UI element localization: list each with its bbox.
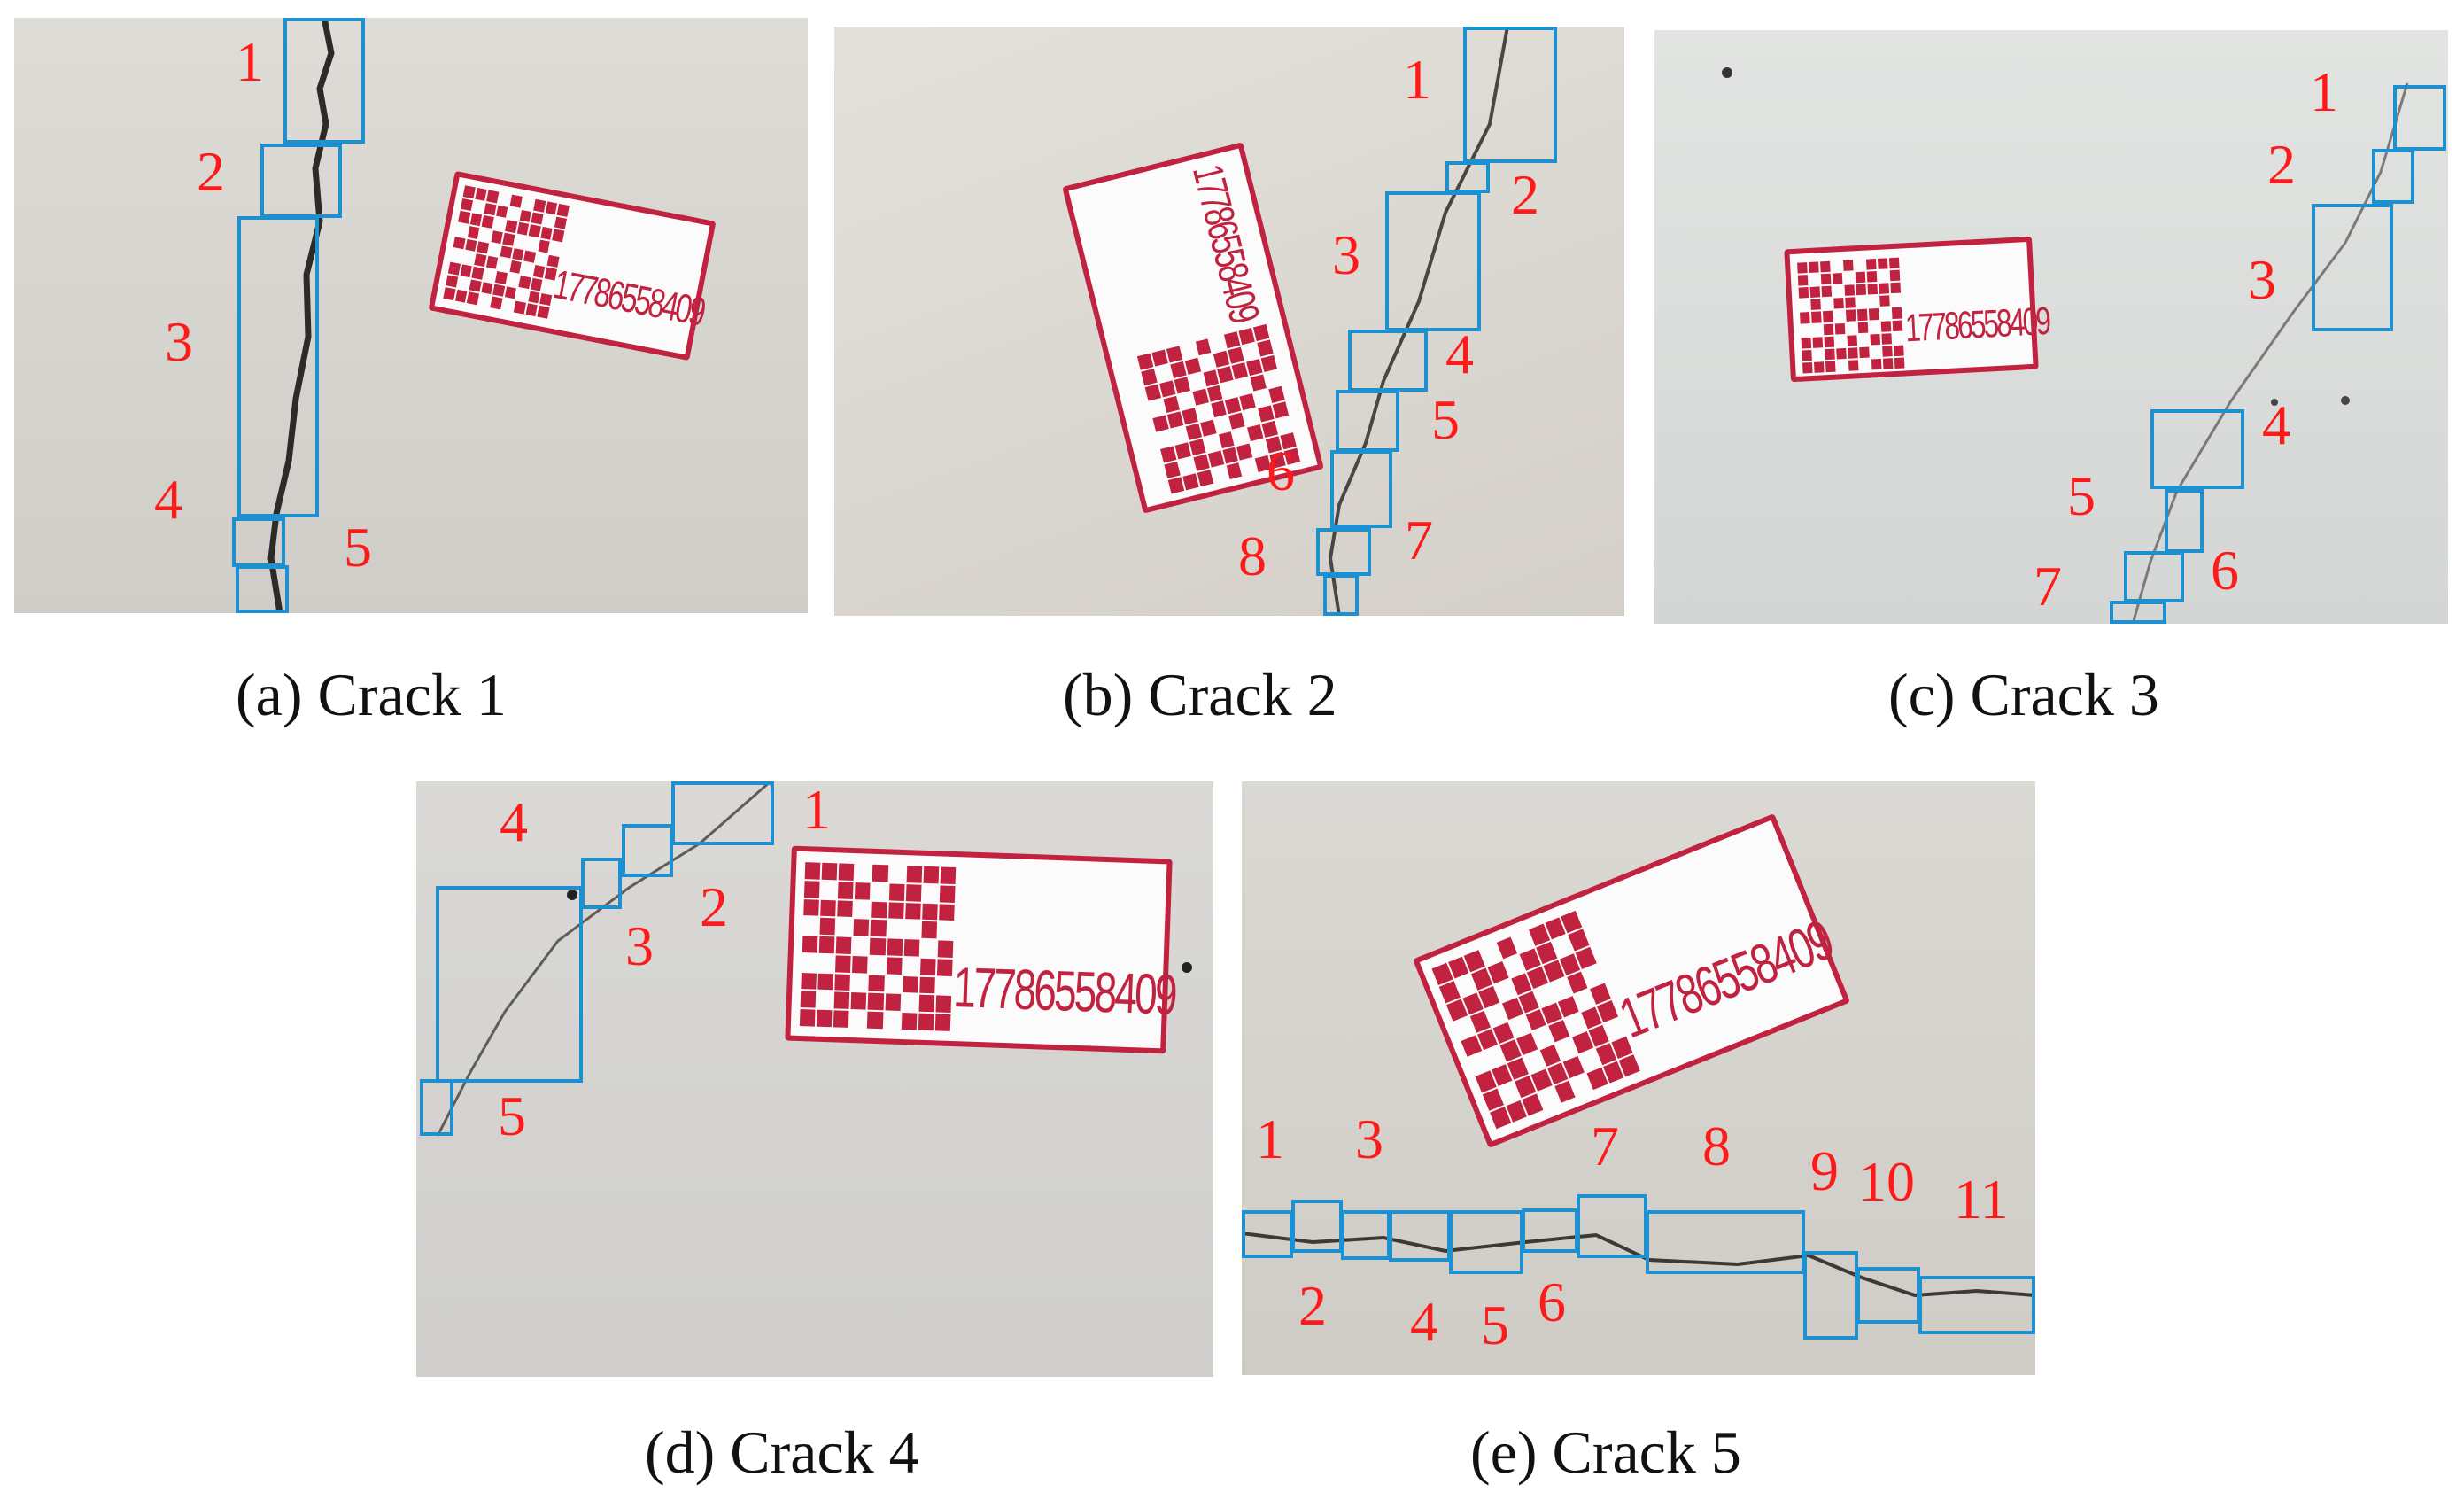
crack-box xyxy=(1341,1210,1391,1260)
crack-box xyxy=(232,517,285,567)
segment-number: 7 xyxy=(2034,555,2062,618)
caption-c: (c) Crack 3 xyxy=(1888,661,2159,728)
crack-box xyxy=(436,886,583,1083)
segment-number: 3 xyxy=(2248,248,2276,311)
segment-number: 11 xyxy=(1954,1168,2009,1231)
photo-crack-2: 17786558409 1 2 3 4 5 6 7 8 xyxy=(834,27,1624,616)
qr-sticker: 17786558409 xyxy=(1784,236,2049,383)
caption-a: (a) Crack 1 xyxy=(236,661,507,728)
crack-line xyxy=(1242,1232,2035,1298)
crack-box xyxy=(1449,1210,1523,1274)
crack-box xyxy=(1522,1208,1578,1253)
crack-box xyxy=(1389,1210,1451,1262)
segment-number: 6 xyxy=(1538,1271,1566,1333)
segment-number: 2 xyxy=(197,140,225,203)
crack-box xyxy=(1323,574,1359,616)
segment-number: 3 xyxy=(165,310,193,373)
segment-number: 4 xyxy=(1410,1290,1438,1353)
photo-crack-5: 17786558409 1 2 3 4 5 6 7 8 9 10 11 xyxy=(1242,781,2035,1375)
crack-box xyxy=(237,216,319,517)
segment-number: 2 xyxy=(700,875,728,938)
caption-e: (e) Crack 5 xyxy=(1470,1418,1741,1486)
segment-number: 1 xyxy=(236,30,264,93)
crack-box xyxy=(1316,528,1371,576)
crack-box xyxy=(2393,85,2446,151)
crack-box xyxy=(1348,330,1428,392)
crack-box xyxy=(2150,409,2244,489)
caption-d: (d) Crack 4 xyxy=(645,1418,919,1486)
crack-box xyxy=(1242,1210,1293,1258)
segment-number: 7 xyxy=(1591,1115,1619,1177)
segment-number: 4 xyxy=(154,468,182,531)
label-number: 17786558409 xyxy=(549,260,708,335)
crack-box xyxy=(1577,1194,1647,1258)
crack-box xyxy=(260,144,342,218)
crack-box xyxy=(236,565,289,613)
crack-box xyxy=(420,1079,453,1136)
crack-box xyxy=(622,824,673,877)
segment-number: 1 xyxy=(802,781,831,841)
segment-number: 1 xyxy=(1403,48,1431,111)
segment-number: 2 xyxy=(1511,163,1539,226)
crack-box xyxy=(1385,191,1481,331)
photo-crack-4: 17786558409 1 2 3 4 5 xyxy=(416,781,1213,1377)
crack-box xyxy=(1463,27,1557,163)
crack-box xyxy=(1918,1276,2035,1334)
segment-number: 3 xyxy=(1332,223,1360,286)
segment-number: 9 xyxy=(1810,1139,1839,1202)
segment-number: 8 xyxy=(1702,1115,1731,1177)
crack-box xyxy=(1646,1210,1805,1274)
crack-box xyxy=(671,781,774,845)
qr-code-icon xyxy=(799,862,957,1031)
segment-number: 10 xyxy=(1858,1150,1915,1213)
label-number: 17786558409 xyxy=(1903,299,2050,351)
segment-number: 7 xyxy=(1405,509,1433,571)
crack-box xyxy=(1291,1200,1343,1253)
crack-line xyxy=(1328,27,1509,616)
qr-sticker: 17786558409 xyxy=(785,845,1176,1054)
crack-box xyxy=(1856,1267,1920,1324)
segment-number: 1 xyxy=(2310,60,2338,123)
segment-number: 5 xyxy=(2067,464,2096,527)
crack-box xyxy=(2110,601,2166,624)
crack-box xyxy=(1803,1251,1858,1340)
segment-number: 4 xyxy=(2262,393,2290,456)
crack-box xyxy=(2372,149,2414,204)
segment-number: 5 xyxy=(344,516,372,579)
photo-crack-3: 17786558409 1 2 3 4 5 6 7 xyxy=(1654,30,2448,624)
crack-box xyxy=(283,18,365,144)
segment-number: 1 xyxy=(1256,1107,1284,1170)
photo-crack-1: 17786558409 1 2 3 4 5 xyxy=(14,18,808,613)
segment-number: 5 xyxy=(1431,388,1460,451)
segment-number: 5 xyxy=(1481,1294,1509,1356)
segment-number: 3 xyxy=(625,914,654,977)
crack-box xyxy=(1445,161,1490,193)
segment-number: 4 xyxy=(500,790,528,853)
segment-number: 6 xyxy=(1267,439,1295,502)
crack-box xyxy=(1336,390,1399,452)
segment-number: 8 xyxy=(1238,525,1267,587)
crack-box xyxy=(1330,450,1392,528)
segment-number: 4 xyxy=(1445,322,1474,385)
crack-box xyxy=(581,858,622,909)
segment-number: 6 xyxy=(2211,539,2239,602)
caption-b: (b) Crack 2 xyxy=(1063,661,1337,728)
segment-number: 5 xyxy=(498,1084,526,1147)
segment-number: 2 xyxy=(2267,133,2296,196)
qr-code-icon xyxy=(1797,257,1905,374)
label-number: 17786558409 xyxy=(952,955,1176,1027)
crack-box xyxy=(2312,204,2393,331)
segment-number: 2 xyxy=(1298,1274,1327,1337)
crack-box xyxy=(2124,551,2184,602)
segment-number: 3 xyxy=(1355,1107,1383,1170)
crack-box xyxy=(2165,489,2204,553)
